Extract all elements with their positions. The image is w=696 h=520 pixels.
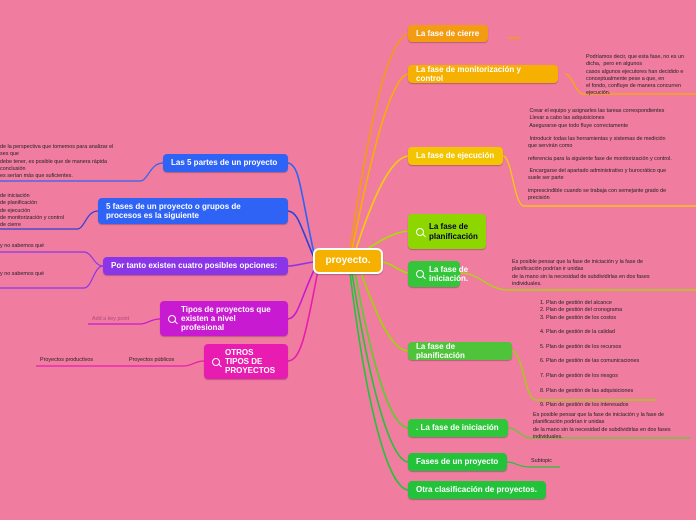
topic-fase-planificacion[interactable]: La fase de planificación bbox=[408, 342, 512, 360]
topic-fase-planificacion-key[interactable]: La fase de planificación bbox=[408, 214, 486, 249]
link-monitorizacion bbox=[351, 73, 409, 251]
topic-cinco-fases[interactable]: 5 fases de un proyecto o grupos de proce… bbox=[98, 198, 288, 224]
note-ejecucion-administrativo: Encargarse del apartado administrativo y… bbox=[528, 168, 667, 182]
link-ejecucion bbox=[354, 155, 409, 253]
list-planes-gestion: 1. Plan de gestión del alcance 2. Plan d… bbox=[540, 300, 640, 409]
key-point-icon bbox=[416, 270, 424, 278]
topic-fase-cierre[interactable]: La fase de cierre bbox=[408, 25, 488, 42]
link-planificacion bbox=[359, 269, 409, 352]
topic-fase-iniciacion[interactable]: . La fase de iniciación bbox=[408, 419, 508, 437]
note-ejecucion-referencia: referencia para la siguiente fase de mon… bbox=[528, 156, 672, 162]
key-point-icon bbox=[168, 314, 176, 323]
note-ejecucion-precision: imprescindible cuando se trabaja con sem… bbox=[528, 188, 667, 202]
link-add-key bbox=[88, 318, 161, 325]
subtopic-label[interactable]: Subtopic bbox=[531, 458, 552, 464]
link-cinco-fases bbox=[287, 210, 316, 261]
link-otra bbox=[349, 272, 409, 491]
link-iniciacion-icon bbox=[382, 261, 409, 274]
key-point-icon bbox=[212, 357, 220, 366]
note-iniciacion: Es posible pensar que la fase de iniciac… bbox=[512, 259, 650, 287]
link-cinco-partes bbox=[287, 162, 316, 259]
note-cinco-partes: de la perspectiva que tomemos para anali… bbox=[0, 144, 114, 180]
topic-cinco-partes[interactable]: Las 5 partes de un proyecto bbox=[163, 154, 288, 172]
central-topic[interactable]: proyecto. bbox=[313, 248, 383, 274]
link-iniciacion-note bbox=[459, 272, 696, 291]
link-ejecucion-note bbox=[502, 155, 696, 207]
link-iniciacion2-note bbox=[507, 427, 690, 439]
note-cinco-fases: de iniciación de planificación de ejecuc… bbox=[0, 193, 65, 229]
topic-fases-proyecto[interactable]: Fases de un proyecto bbox=[408, 453, 507, 471]
link-opciones bbox=[287, 261, 314, 267]
link-fases bbox=[351, 272, 409, 463]
link-publicos bbox=[122, 360, 205, 367]
note-iniciacion-2: Es posible pensar que la fase de iniciac… bbox=[533, 412, 671, 440]
topic-fase-iniciacion-key[interactable]: La fase de iniciación. bbox=[408, 261, 468, 287]
link-fases-sub bbox=[506, 461, 560, 468]
link-monitorizacion-note bbox=[564, 73, 696, 95]
link-iniciacion2 bbox=[354, 271, 409, 429]
key-point-icon bbox=[416, 227, 424, 236]
link-planificacion-note bbox=[511, 350, 656, 401]
link-cinco-partes-note bbox=[0, 162, 164, 182]
note-opcion-1: y no sabemos qué bbox=[0, 243, 45, 249]
note-monitorizacion: Podríamos decir, que esta fase, no es un… bbox=[586, 54, 684, 97]
topic-otra-clasificacion[interactable]: Otra clasificación de proyectos. bbox=[408, 481, 546, 499]
link-otros bbox=[287, 269, 319, 362]
link-tipos bbox=[287, 267, 316, 320]
note-ejecucion-tareas: Crear el equipo y asignarles las tareas … bbox=[529, 108, 665, 129]
note-opcion-2: y no sabemos qué bbox=[0, 271, 45, 277]
subtopic-proyectos-publicos[interactable]: Proyectos públicos bbox=[129, 357, 175, 363]
topic-tipos-proyectos[interactable]: Tipos de proyectos que existen a nivel p… bbox=[160, 301, 288, 336]
link-cierre bbox=[349, 33, 409, 251]
add-key-point[interactable]: Add a key point bbox=[92, 316, 130, 322]
topic-cuatro-opciones[interactable]: Por tanto existen cuatro posibles opcion… bbox=[103, 257, 288, 275]
link-opcion2 bbox=[0, 265, 104, 289]
topic-fase-monitorizacion[interactable]: La fase de monitorización y control bbox=[408, 65, 558, 83]
topic-fase-ejecucion[interactable]: La fase de ejecución bbox=[408, 147, 503, 165]
link-opcion1 bbox=[0, 251, 104, 267]
topic-otros-tipos[interactable]: OTROS TIPOS DE PROYECTOS bbox=[204, 344, 288, 379]
subtopic-proyectos-productivos[interactable]: Proyectos productivos bbox=[40, 357, 94, 363]
note-ejecucion-herramientas: Introducir todas las herramientas y sist… bbox=[528, 136, 666, 150]
link-cinco-fases-note bbox=[0, 210, 99, 230]
